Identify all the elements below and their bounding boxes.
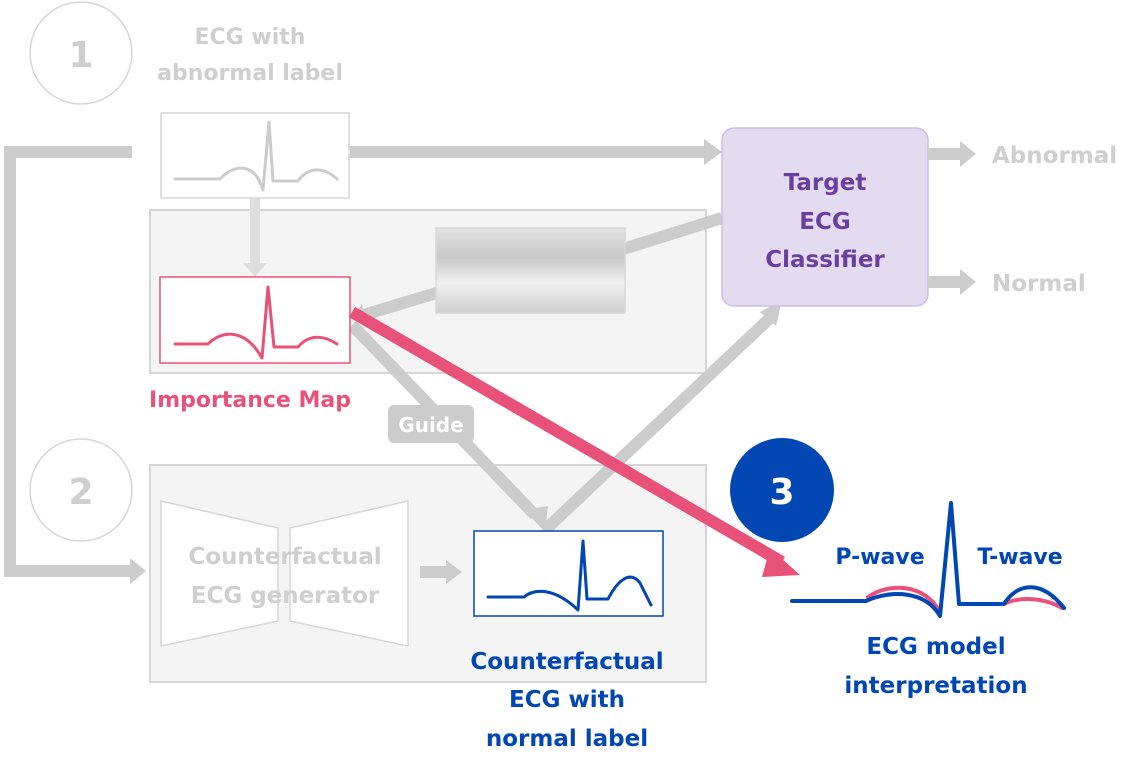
step-2-circle: [29, 438, 133, 542]
importance-map-label: Importance Map: [149, 388, 351, 413]
generator-label-line2: ECG generator: [191, 583, 380, 609]
abnormal-output-label: Abnormal: [992, 143, 1117, 169]
input-label-line2: abnormal label: [157, 61, 343, 86]
step-2-number: 2: [68, 472, 93, 513]
generator-decoder-shape: [289, 500, 409, 647]
interpretation-arrow: [348, 306, 786, 568]
generator-encoder-shape: [160, 500, 279, 647]
input-label-line1: ECG with: [195, 25, 306, 50]
classifier-line2: ECG: [799, 209, 850, 235]
input-ecg-waveform: [173, 120, 339, 192]
loop-connector: [4, 146, 132, 577]
input-to-classifier-arrowhead: [704, 139, 722, 165]
interpretation-arrowhead: [762, 548, 800, 577]
normal-output-arrowhead: [960, 269, 976, 295]
importance-ecg-waveform: [173, 285, 339, 360]
target-ecg-classifier[interactable]: [721, 127, 929, 307]
input-ecg-box: [160, 112, 350, 199]
loop-arrowhead: [130, 558, 146, 584]
abnormal-output-arrowhead: [960, 141, 976, 167]
classifier-line3: Classifier: [765, 247, 885, 273]
interpretation-ecg-original-pink: [866, 585, 942, 614]
step-1-circle: [29, 1, 133, 105]
classifier-line1: Target: [784, 170, 867, 196]
normal-output-label: Normal: [992, 271, 1086, 297]
interpretation-label-line1: ECG model: [866, 634, 1005, 660]
step-3-number: 3: [769, 472, 794, 513]
classifier-to-encoder-line: [618, 212, 724, 256]
guide-badge: [388, 405, 474, 443]
step-3-circle: [730, 438, 834, 542]
generator-to-counterfactual-arrowhead: [446, 560, 462, 584]
encoder-block: [435, 227, 626, 314]
step-1-number: 1: [68, 35, 93, 76]
counterfactual-ecg-waveform: [486, 539, 653, 612]
generator-label-line1: Counterfactual: [188, 544, 381, 570]
guide-label: Guide: [398, 413, 463, 437]
counterfactual-to-classifier-arrow: [540, 313, 775, 535]
t-wave-label: T-wave: [977, 545, 1062, 570]
counterfactual-label-line2: ECG with: [509, 687, 625, 713]
interpretation-ecg-waveform: [790, 501, 1066, 618]
counterfactual-label-line1: Counterfactual: [470, 649, 663, 675]
importance-map-box[interactable]: [159, 276, 351, 364]
interpretation-label-line2: interpretation: [844, 673, 1027, 699]
interpretation-t-wave-original-pink: [1002, 597, 1064, 610]
encoder-to-importance-line: [358, 286, 442, 322]
p-wave-label: P-wave: [835, 545, 924, 570]
input-to-importance-arrowhead: [243, 263, 267, 277]
counterfactual-label-line3: normal label: [486, 726, 648, 752]
